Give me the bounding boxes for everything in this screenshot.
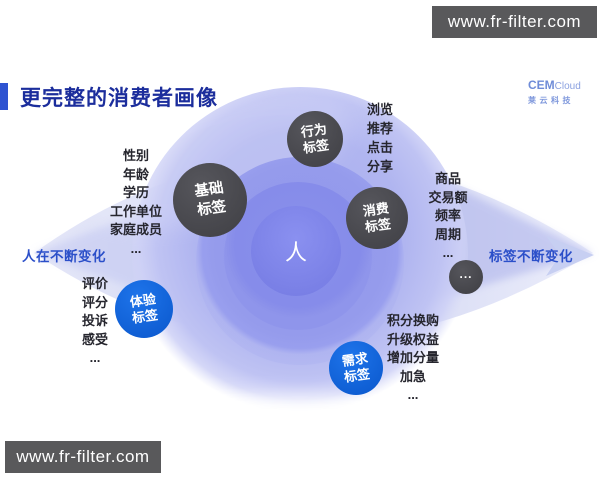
- list-item: 推荐: [366, 121, 393, 136]
- list-item: ...: [407, 387, 419, 402]
- brand-logo: CEMCloud 莱云科技: [528, 79, 581, 107]
- list-item: 点击: [366, 140, 393, 155]
- brand-name-rest: Cloud: [554, 81, 581, 92]
- title-accent-bar: [0, 83, 8, 110]
- list-item: 评价: [81, 276, 108, 291]
- node-label-line: 标签: [302, 137, 330, 156]
- iris-highlight: [80, 89, 350, 231]
- brand-name-bold: CEM: [528, 78, 555, 92]
- brand-name: CEMCloud: [528, 79, 581, 93]
- node-demand-tags: 需求 标签: [329, 341, 383, 395]
- list-item: ...: [130, 240, 142, 256]
- node-label-line: 标签: [131, 307, 159, 326]
- list-item: ...: [374, 178, 386, 193]
- axis-left-label: 人在不断变化: [22, 249, 106, 264]
- right-arrow-icon: [546, 236, 594, 276]
- list-item: 学历: [122, 185, 149, 200]
- list-item: 频率: [434, 208, 461, 223]
- list-item: 交易额: [428, 189, 468, 205]
- node-consumption-tags: 消费 标签: [346, 187, 408, 249]
- list-item: 浏览: [366, 102, 393, 117]
- list-item: 家庭成员: [109, 222, 162, 237]
- list-item: 分享: [366, 159, 393, 174]
- list-item: 感受: [81, 331, 108, 347]
- list-item: 年龄: [122, 166, 149, 182]
- node-more: ...: [449, 260, 483, 294]
- list-item: 周期: [434, 226, 461, 242]
- list-item: 增加分量: [386, 350, 439, 365]
- node-experience-tags: 体验 标签: [115, 280, 173, 338]
- node-label-line: 标签: [343, 366, 371, 385]
- brand-company: 莱云科技: [528, 96, 574, 105]
- page-title: 更完整的消费者画像: [20, 87, 218, 110]
- list-experience-attributes: 评价 评分 投诉 感受 ...: [60, 275, 130, 368]
- person-label: 人: [284, 240, 307, 265]
- list-behavior-attributes: 浏览 推荐 点击 分享 ...: [345, 100, 415, 195]
- list-item: 加急: [399, 368, 426, 384]
- ellipsis-label: ...: [459, 267, 473, 281]
- list-item: 工作单位: [109, 203, 162, 219]
- list-item: 评分: [81, 294, 108, 310]
- node-person: 人: [251, 206, 341, 296]
- list-item: 升级权益: [386, 331, 439, 347]
- node-label-line: 标签: [195, 198, 227, 219]
- list-item: 积分换购: [386, 313, 439, 328]
- list-item: 投诉: [81, 313, 108, 328]
- axis-right-label: 标签不断变化: [489, 249, 573, 264]
- list-demand-attributes: 积分换购 升级权益 增加分量 加急 ...: [368, 312, 458, 405]
- list-basic-attributes: 性别 年龄 学历 工作单位 家庭成员 ...: [91, 147, 181, 258]
- list-item: 性别: [122, 148, 149, 163]
- list-consumption-attributes: 商品 交易额 频率 周期 ...: [408, 170, 488, 263]
- node-basic-tags: 基础 标签: [173, 163, 247, 237]
- watermark-bottom-left: www.fr-filter.com: [5, 441, 161, 473]
- list-item: ...: [442, 245, 454, 260]
- list-item: 商品: [434, 171, 461, 186]
- node-behavior-tags: 行为 标签: [287, 111, 343, 167]
- list-item: ...: [89, 350, 101, 365]
- watermark-top-right: www.fr-filter.com: [432, 6, 597, 38]
- node-label-line: 标签: [364, 216, 392, 235]
